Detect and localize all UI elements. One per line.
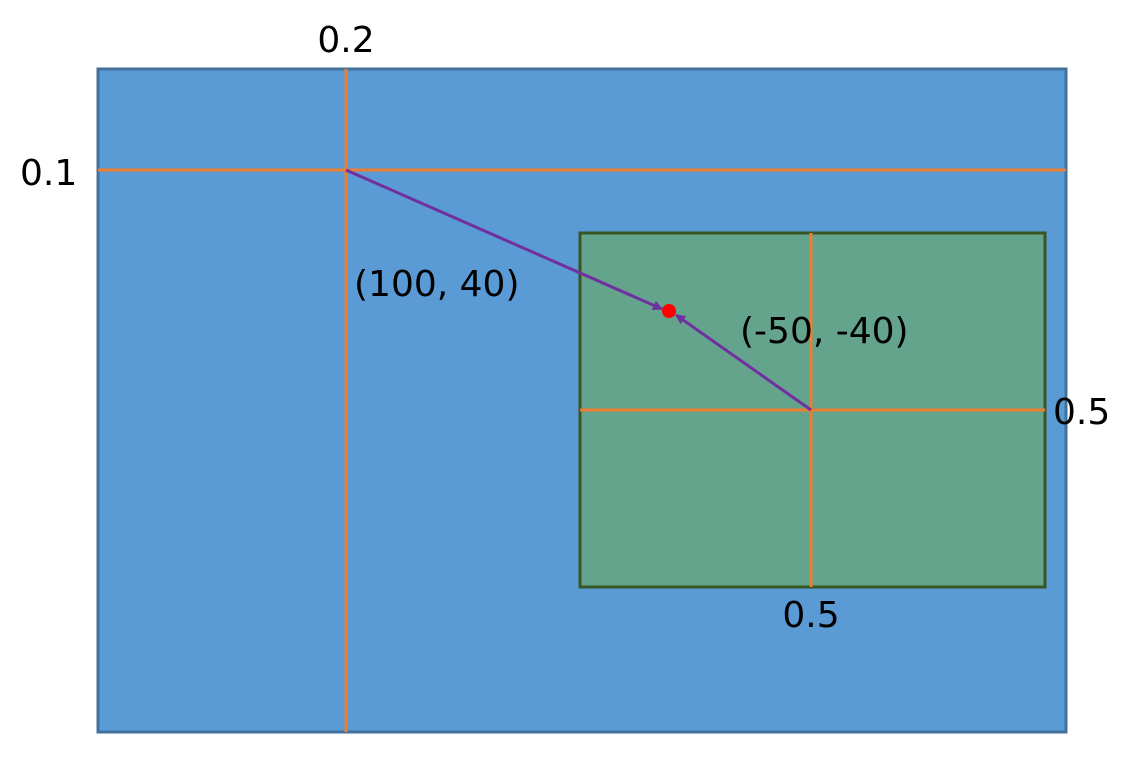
inner-anchor-bottom-label: 0.5 [782, 595, 839, 636]
inner-offset-label: (-50, -40) [740, 311, 909, 352]
outer-offset-label: (100, 40) [354, 264, 520, 305]
outer-offset-arrow [345, 168, 663, 311]
inner-offset-arrow [675, 313, 812, 412]
outer-anchor-y-label: 0.1 [20, 153, 77, 194]
target-point [662, 304, 676, 318]
inner-anchor-right-label: 0.5 [1053, 392, 1110, 433]
outer-anchor-x-label: 0.2 [317, 20, 374, 61]
